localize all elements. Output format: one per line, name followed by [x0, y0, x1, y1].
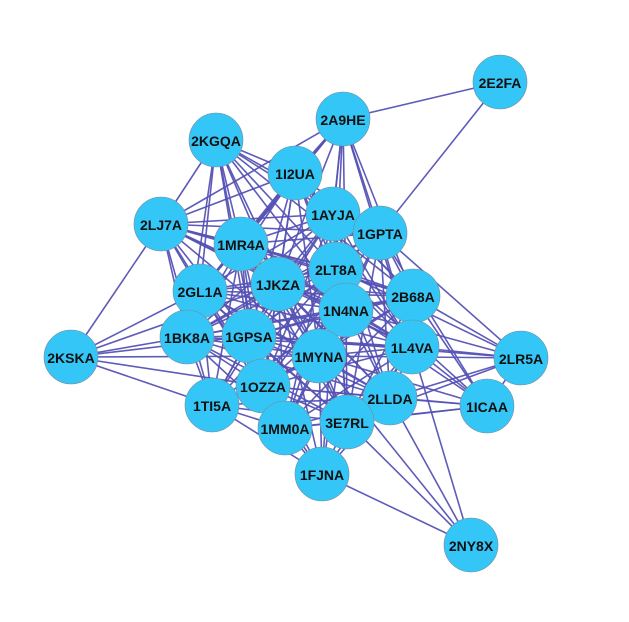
node-circle	[43, 329, 99, 385]
node-label: 2LLDA	[367, 391, 412, 407]
node-2kgqa[interactable]: 2KGQA	[188, 112, 244, 168]
node-circle	[305, 186, 361, 242]
edge-2e2fa-1gpta	[379, 81, 501, 234]
node-circle	[257, 400, 313, 456]
node-2ny8x[interactable]: 2NY8X	[443, 517, 499, 573]
node-1n4na[interactable]: 1N4NA	[318, 282, 374, 338]
node-circle	[315, 91, 371, 147]
node-label: 1AYJA	[311, 207, 355, 223]
edge-2gl1a-1l4va	[199, 290, 413, 348]
node-circle	[459, 378, 515, 434]
node-label: 1L4VA	[391, 340, 434, 356]
node-2kska[interactable]: 2KSKA	[43, 329, 99, 385]
node-label: 2A9HE	[320, 112, 365, 128]
node-circle	[188, 112, 244, 168]
node-1gpta[interactable]: 1GPTA	[352, 205, 408, 261]
node-1mm0a[interactable]: 1MM0A	[257, 400, 313, 456]
edge-1jkza-1fjna	[277, 283, 323, 475]
node-circle	[133, 196, 189, 252]
node-1i2ua[interactable]: 1I2UA	[267, 145, 323, 201]
node-1ayja[interactable]: 1AYJA	[305, 186, 361, 242]
node-label: 1GPTA	[357, 226, 403, 242]
node-circle	[384, 319, 440, 375]
node-1gpsa[interactable]: 1GPSA	[221, 308, 277, 364]
edge-2a9he-2lj7a	[160, 118, 344, 225]
edge-1gpta-2lr5a	[379, 232, 522, 359]
node-2e2fa[interactable]: 2E2FA	[472, 54, 528, 110]
node-circle	[159, 309, 215, 365]
node-label: 2LJ7A	[140, 217, 182, 233]
node-circle	[493, 330, 549, 386]
node-circle	[319, 394, 375, 450]
node-1icaa[interactable]: 1ICAA	[459, 378, 515, 434]
edge-2b68a-1mm0a	[284, 295, 414, 429]
node-label: 1MYNA	[294, 349, 343, 365]
node-1bk8a[interactable]: 1BK8A	[159, 309, 215, 365]
node-label: 1MM0A	[260, 421, 309, 437]
node-label: 1I2UA	[275, 166, 315, 182]
node-label: 1FJNA	[300, 467, 344, 483]
node-label: 2LR5A	[499, 351, 543, 367]
node-2llda[interactable]: 2LLDA	[362, 370, 418, 426]
node-label: 2KSKA	[47, 350, 94, 366]
node-1jkza[interactable]: 1JKZA	[250, 256, 306, 312]
edge-2llda-2ny8x	[389, 397, 472, 546]
edge-1gpsa-2kska	[70, 335, 250, 358]
edge-1n4na-1ti5a	[211, 309, 347, 406]
edge-2gl1a-2b68a	[199, 290, 414, 297]
node-circle	[443, 517, 499, 573]
node-2b68a[interactable]: 2B68A	[385, 268, 441, 324]
node-label: 1N4NA	[323, 303, 369, 319]
edge-2kska-1ozza	[70, 356, 264, 387]
node-label: 2GL1A	[177, 284, 222, 300]
node-circle	[267, 145, 323, 201]
node-2lt8a[interactable]: 2LT8A	[308, 241, 364, 297]
edge-1bk8a-2llda	[186, 336, 391, 399]
node-2lj7a[interactable]: 2LJ7A	[133, 196, 189, 252]
node-label: 2NY8X	[449, 538, 494, 554]
node-1myna[interactable]: 1MYNA	[291, 328, 347, 384]
node-1fjna[interactable]: 1FJNA	[294, 446, 350, 502]
edge-2kgqa-2lt8a	[215, 139, 337, 270]
node-1ti5a[interactable]: 1TI5A	[184, 377, 240, 433]
node-2a9he[interactable]: 2A9HE	[315, 91, 371, 147]
node-label: 2E2FA	[479, 75, 522, 91]
node-3e7rl[interactable]: 3E7RL	[319, 394, 375, 450]
edge-1fjna-2ny8x	[321, 473, 472, 546]
node-label: 3E7RL	[325, 415, 369, 431]
node-label: 1JKZA	[256, 277, 300, 293]
node-label: 1OZZA	[240, 379, 286, 395]
edge-1gpta-2llda	[379, 232, 391, 399]
node-label: 2LT8A	[315, 262, 357, 278]
node-circle	[362, 370, 418, 426]
node-1mr4a[interactable]: 1MR4A	[213, 216, 269, 272]
node-label: 2KGQA	[191, 133, 241, 149]
node-1l4va[interactable]: 1L4VA	[384, 319, 440, 375]
node-circle	[291, 328, 347, 384]
node-circle	[250, 256, 306, 312]
node-circle	[213, 216, 269, 272]
node-2gl1a[interactable]: 2GL1A	[172, 263, 228, 319]
node-circle	[472, 54, 528, 110]
node-label: 1MR4A	[217, 237, 264, 253]
node-2lr5a[interactable]: 2LR5A	[493, 330, 549, 386]
node-label: 2B68A	[391, 289, 435, 305]
node-circle	[294, 446, 350, 502]
node-label: 1TI5A	[193, 398, 231, 414]
edge-2lj7a-1myna	[160, 223, 320, 357]
edge-3e7rl-2ny8x	[346, 421, 472, 546]
node-circle	[318, 282, 374, 338]
edge-1l4va-2ny8x	[411, 346, 472, 546]
node-circle	[184, 377, 240, 433]
edge-1myna-2ny8x	[318, 355, 472, 546]
node-label: 1GPSA	[225, 329, 272, 345]
node-label: 1ICAA	[466, 399, 508, 415]
node-label: 1BK8A	[164, 330, 210, 346]
node-circle	[352, 205, 408, 261]
